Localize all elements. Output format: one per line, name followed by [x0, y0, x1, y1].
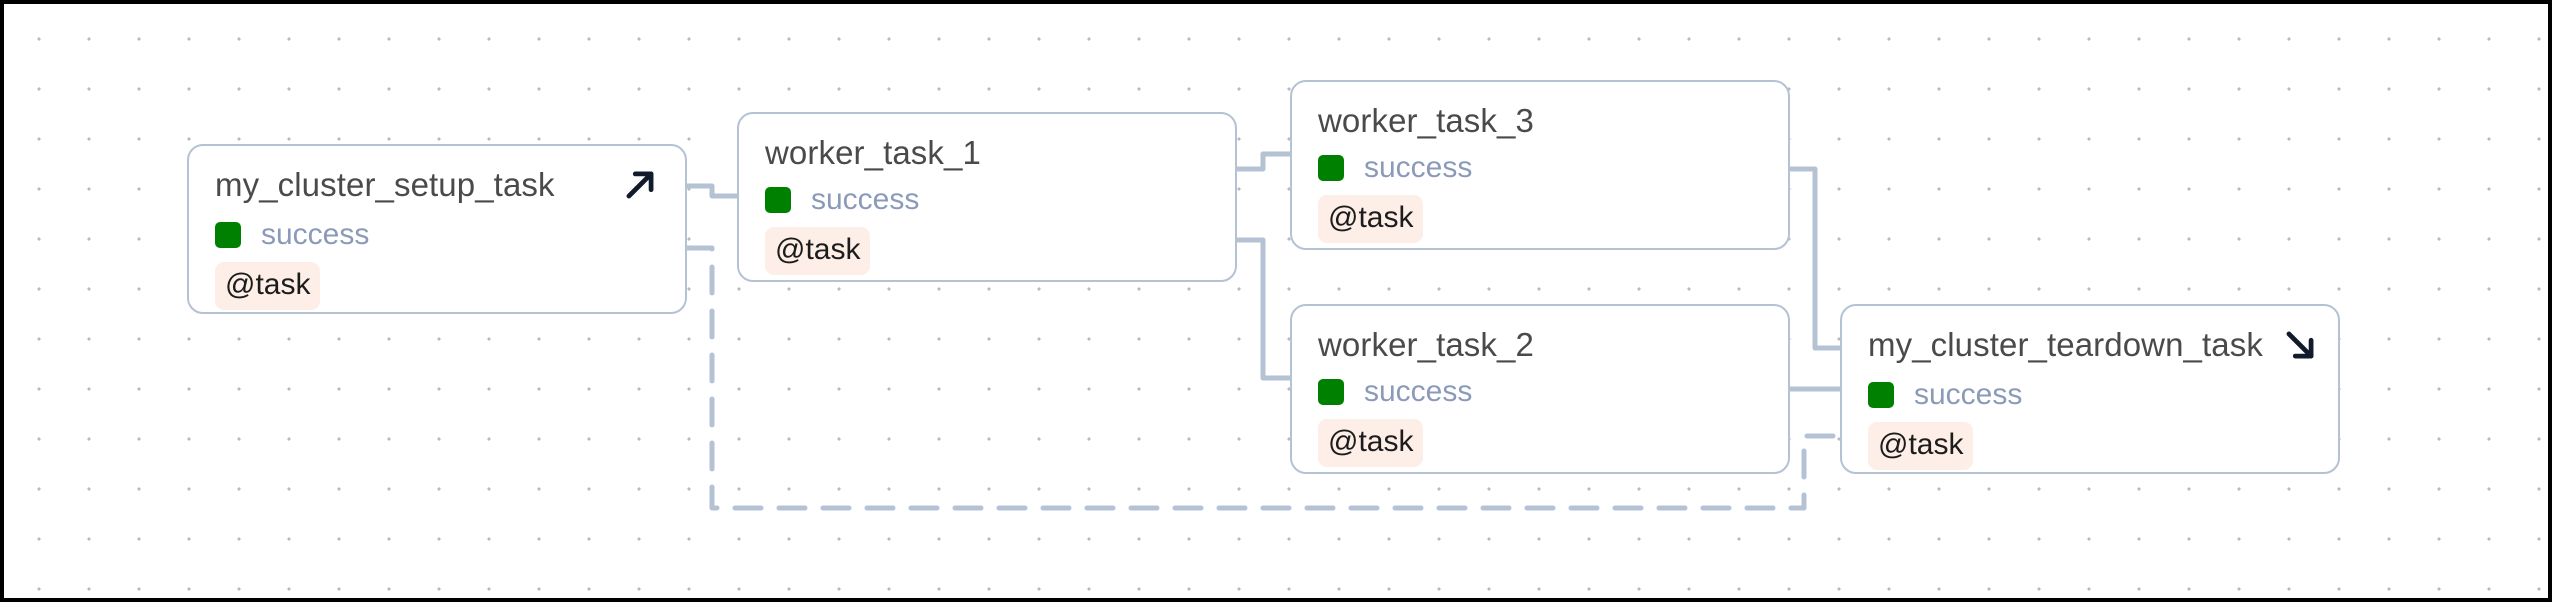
node-badge-row: @task [765, 227, 1209, 275]
graph-node-worker-task-2[interactable]: worker_task_2 success @task [1290, 304, 1790, 474]
node-status-label: success [261, 218, 370, 251]
node-status-label: success [1364, 151, 1473, 184]
node-header: worker_task_2 [1318, 328, 1762, 361]
status-swatch-success [1318, 155, 1344, 181]
graph-node-worker-task-1[interactable]: worker_task_1 success @task [737, 112, 1237, 282]
node-type-badge: @task [1318, 419, 1424, 467]
node-badge-row: @task [1868, 422, 2312, 470]
node-badge-row: @task [1318, 195, 1762, 243]
node-status-label: success [811, 183, 920, 216]
node-type-badge: @task [1868, 422, 1974, 470]
node-type-badge: @task [1318, 195, 1424, 243]
node-status: success [1868, 380, 2312, 410]
node-title: my_cluster_setup_task [215, 166, 555, 203]
arrow-up-right-icon[interactable] [621, 166, 659, 204]
node-badge-row: @task [215, 262, 659, 310]
node-header: my_cluster_setup_task [215, 168, 659, 204]
status-swatch-success [215, 222, 241, 248]
status-swatch-success [1318, 379, 1344, 405]
graph-node-my-cluster-teardown-task[interactable]: my_cluster_teardown_task success @task [1840, 304, 2340, 474]
node-status: success [1318, 377, 1762, 407]
arrow-down-right-icon[interactable] [2281, 326, 2319, 364]
graph-node-worker-task-3[interactable]: worker_task_3 success @task [1290, 80, 1790, 250]
status-swatch-success [765, 187, 791, 213]
node-type-badge: @task [215, 262, 321, 310]
node-header: worker_task_1 [765, 136, 1209, 169]
node-title: my_cluster_teardown_task [1868, 326, 2263, 363]
node-status: success [765, 185, 1209, 215]
node-status-label: success [1364, 375, 1473, 408]
edge-worker3-to-teardown [1787, 166, 1843, 351]
node-status: success [215, 220, 659, 250]
node-title: worker_task_3 [1318, 102, 1534, 139]
node-header: worker_task_3 [1318, 104, 1762, 137]
node-title: worker_task_2 [1318, 326, 1534, 363]
edge-setup-to-worker1 [684, 183, 740, 199]
node-status-label: success [1914, 378, 2023, 411]
edge-worker1-to-worker2 [1234, 237, 1293, 381]
node-badge-row: @task [1318, 419, 1762, 467]
node-status: success [1318, 153, 1762, 183]
status-swatch-success [1868, 382, 1894, 408]
node-type-badge: @task [765, 227, 871, 275]
graph-node-my-cluster-setup-task[interactable]: my_cluster_setup_task success @task [187, 144, 687, 314]
node-header: my_cluster_teardown_task [1868, 326, 2314, 364]
node-title: worker_task_1 [765, 134, 981, 171]
edge-worker1-to-worker3 [1234, 151, 1293, 172]
